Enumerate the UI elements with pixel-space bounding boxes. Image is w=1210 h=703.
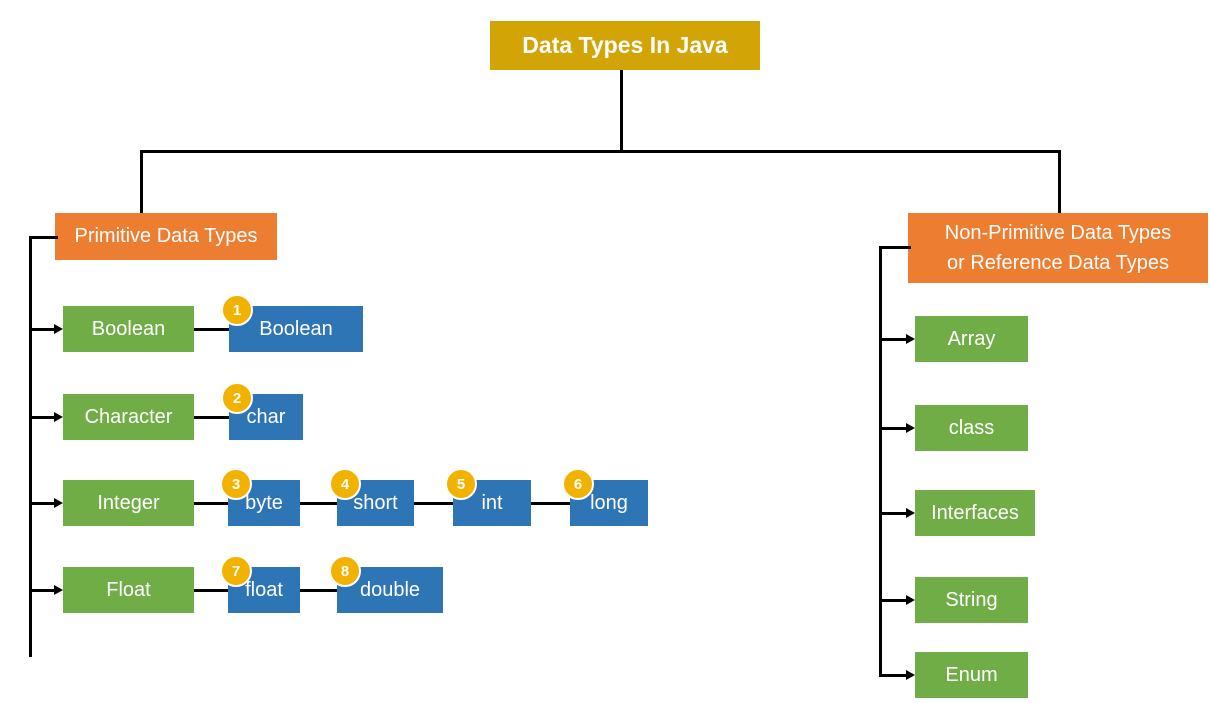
primitive-category-node-boolean: Boolean [63, 306, 194, 352]
primitive-type-node-long-label: long [590, 491, 628, 514]
type-number-badge-4-label: 4 [340, 475, 350, 493]
primitive-type-node-double-label: double [359, 578, 421, 601]
non-primitive-node-interfaces-label: Interfaces [931, 501, 1019, 524]
non-primitive-header-line1: Non-Primitive Data Types [944, 222, 1172, 244]
flow-arrow-interfaces-head-icon [906, 508, 915, 518]
primitive-type-node-int-label: int [481, 491, 503, 514]
flow-arrow-enum-line [879, 674, 906, 677]
flow-arrow-string-head-icon [906, 595, 915, 605]
primitive-category-node-integer: Integer [63, 480, 194, 526]
type-number-badge-3-label: 3 [231, 475, 241, 493]
non-primitive-header-line2: or Reference Data Types [947, 252, 1169, 274]
primitive-header-node: Primitive Data Types [55, 213, 277, 260]
primitive-type-node-short-label: short [353, 491, 398, 514]
flow-arrow-integer-head-icon [54, 498, 63, 508]
primitive-category-node-float-label: Float [106, 578, 151, 601]
connector-right-branch-drop [1058, 150, 1061, 215]
type-number-badge-1: 1 [221, 294, 253, 326]
non-primitive-node-string: String [915, 577, 1028, 623]
non-primitive-node-class: class [915, 405, 1028, 451]
connector-integer-short [300, 502, 337, 505]
primitive-type-node-boolean: Boolean [229, 306, 363, 352]
primitive-category-node-float: Float [63, 567, 194, 613]
type-number-badge-8-label: 8 [340, 562, 350, 580]
type-number-badge-2: 2 [221, 382, 253, 414]
connector-title-drop [620, 70, 623, 151]
flow-arrow-float-head-icon [54, 585, 63, 595]
flow-arrow-interfaces-line [879, 512, 906, 515]
connector-integer-byte [194, 502, 228, 505]
flow-arrow-boolean-line [29, 328, 54, 331]
type-number-badge-6-label: 6 [573, 475, 583, 493]
non-primitive-node-enum: Enum [915, 652, 1028, 698]
type-number-badge-4: 4 [329, 468, 361, 500]
connector-top-horizontal [140, 150, 1061, 153]
type-number-badge-1-label: 1 [232, 301, 242, 319]
flow-arrow-integer-line [29, 502, 54, 505]
connector-character-char [194, 416, 229, 419]
flow-arrow-array-line [879, 338, 906, 341]
flow-arrow-character-line [29, 416, 54, 419]
type-number-badge-6: 6 [562, 468, 594, 500]
type-number-badge-2-label: 2 [232, 389, 242, 407]
connector-primitive-stub [29, 236, 58, 239]
root-node-label: Data Types In Java [522, 32, 728, 58]
connector-integer-int [414, 502, 453, 505]
primitive-type-node-byte-label: byte [245, 491, 283, 514]
flow-arrow-character-head-icon [54, 412, 63, 422]
non-primitive-header-lines: Non-Primitive Data Types or Reference Da… [945, 218, 1171, 278]
primitive-header-label: Primitive Data Types [74, 225, 258, 247]
connector-float-float [194, 589, 228, 592]
type-number-badge-7-label: 7 [231, 562, 241, 580]
flow-arrow-class-head-icon [906, 423, 915, 433]
primitive-type-node-boolean-label: Boolean [259, 317, 333, 340]
connector-non-primitive-stub [879, 246, 911, 249]
primitive-type-node-char-label: char [246, 405, 286, 428]
type-number-badge-3: 3 [220, 468, 252, 500]
root-node-data-types-in-java: Data Types In Java [490, 21, 760, 70]
non-primitive-node-array: Array [915, 316, 1028, 362]
type-number-badge-5-label: 5 [456, 475, 466, 493]
non-primitive-node-class-label: class [948, 416, 995, 439]
non-primitive-node-interfaces: Interfaces [915, 490, 1035, 536]
connector-integer-long [531, 502, 570, 505]
flow-arrow-string-line [879, 599, 906, 602]
type-number-badge-7: 7 [220, 555, 252, 587]
primitive-category-node-character-label: Character [84, 405, 173, 428]
flow-arrow-float-line [29, 589, 54, 592]
primitive-type-node-byte: byte [228, 480, 300, 526]
primitive-type-node-float-label: float [245, 578, 283, 601]
type-number-badge-5: 5 [445, 468, 477, 500]
flow-arrow-enum-head-icon [906, 670, 915, 680]
flow-arrow-boolean-head-icon [54, 324, 63, 334]
flow-arrow-array-head-icon [906, 334, 915, 344]
type-number-badge-8: 8 [329, 555, 361, 587]
connector-boolean-boolean [194, 328, 229, 331]
non-primitive-node-string-label: String [945, 588, 998, 611]
primitive-category-node-integer-label: Integer [97, 491, 160, 514]
connector-float-double [300, 589, 337, 592]
primitive-category-node-character: Character [63, 394, 194, 440]
primitive-category-node-boolean-label: Boolean [91, 317, 166, 340]
non-primitive-header-node: Non-Primitive Data Types or Reference Da… [908, 213, 1208, 283]
connector-left-branch-drop [140, 150, 143, 215]
non-primitive-node-enum-label: Enum [945, 663, 998, 686]
connector-primitive-rail [29, 236, 32, 657]
connector-non-primitive-rail [879, 246, 882, 676]
flow-arrow-class-line [879, 427, 906, 430]
non-primitive-node-array-label: Array [947, 327, 996, 350]
primitive-type-node-short: short [337, 480, 414, 526]
